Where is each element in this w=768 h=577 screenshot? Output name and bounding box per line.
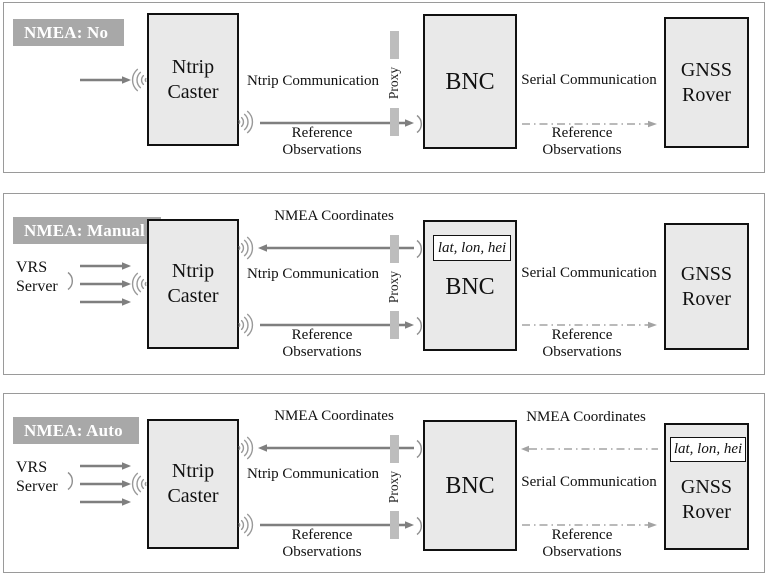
proxy-bar-segment [390,108,399,136]
arc-icon [66,270,75,292]
arc-icon [66,470,75,492]
arc-icon [415,438,424,460]
vrs-arrow [80,297,131,307]
ntrip-caster-label: Ntrip Caster [167,55,219,103]
bnc-box: BNC [423,14,517,149]
vrs-arrow [80,461,131,471]
nmea-coordinates-label: NMEA Coordinates [274,208,394,224]
nmea-coordinates-label: NMEA Coordinates [274,408,394,424]
vrs-arrow [80,279,131,289]
reference-observations-arrow [260,118,414,128]
bnc-box: lat, lon, hei BNC [423,220,517,351]
proxy-bar-segment [390,235,399,263]
serial-communication-label: Serial Communication [521,474,657,490]
serial-dashdot-arrow [522,320,657,330]
reference-observations-label: Reference Observations [542,125,622,158]
arc-icon [415,113,424,135]
signal-out-icon [237,234,255,262]
gnss-rover-label: GNSS Rover [680,262,733,310]
panel-title: NMEA: Auto [13,417,139,444]
reference-observations-arrow [260,520,414,530]
signal-out-icon [237,108,255,136]
serial-communication-label: Serial Communication [521,265,657,281]
proxy-bar-segment [390,31,399,59]
gnss-rover-label: GNSS Rover [680,476,733,523]
panel-title: NMEA: No [13,19,125,46]
serial-communication-label: Serial Communication [521,72,657,88]
panel-nmea-manual: NMEA: Manual VRS Server Ntrip Caster [3,193,765,375]
vrs-server-label: VRS Server [16,259,58,295]
gnss-rover-label: GNSS Rover [680,58,733,106]
arc-icon [415,238,424,260]
proxy-label: Proxy [386,270,401,304]
arc-icon [415,515,424,537]
proxy-label: Proxy [386,66,401,100]
bnc-label: BNC [445,274,495,300]
signal-in-icon [130,470,148,498]
signal-out-icon [237,434,255,462]
vrs-arrow [80,479,131,489]
proxy-bar-segment [390,311,399,339]
gnss-rover-box: GNSS Rover [664,17,749,148]
ntrip-communication-label: Ntrip Communication [246,266,380,282]
proxy-label: Proxy [386,470,401,504]
reference-observations-label: Reference Observations [282,327,362,360]
serial-dashdot-arrow [522,520,657,530]
ntrip-communication-label: Ntrip Communication [246,73,380,89]
nmea-coordinates-arrow [258,443,414,453]
reference-observations-label: Reference Observations [282,125,362,158]
vrs-server-label: VRS Server [16,459,58,495]
ntrip-communication-label: Ntrip Communication [246,466,380,482]
gnss-rover-box: lat, lon, hei GNSS Rover [664,423,749,550]
bnc-label: BNC [445,68,495,95]
signal-in-icon [130,66,148,94]
lat-lon-hei-box: lat, lon, hei [433,235,511,261]
ntrip-caster-label: Ntrip Caster [167,460,219,507]
ntrip-caster-box: Ntrip Caster [147,219,239,349]
reference-observations-label: Reference Observations [282,527,362,560]
nmea-dashdot-arrow [521,444,658,454]
signal-out-icon [237,311,255,339]
reference-observations-label: Reference Observations [542,327,622,360]
gnss-rover-box: GNSS Rover [664,223,749,350]
serial-dashdot-arrow [522,119,657,129]
ntrip-caster-label: Ntrip Caster [167,260,219,307]
ntrip-caster-box: Ntrip Caster [147,419,239,549]
lat-lon-hei-box: lat, lon, hei [670,437,746,462]
reference-observations-arrow [260,320,414,330]
bnc-label: BNC [445,472,495,499]
proxy-bar-segment [390,511,399,539]
nmea-coordinates-label: NMEA Coordinates [526,409,646,425]
panel-nmea-auto: NMEA: Auto VRS Server Ntrip Caster [3,393,765,573]
nmea-coordinates-arrow [258,243,414,253]
vrs-arrow [80,261,131,271]
reference-observations-label: Reference Observations [542,527,622,560]
bnc-box: BNC [423,420,517,551]
ntrip-caster-box: Ntrip Caster [147,13,239,146]
input-arrow [80,75,131,85]
panel-title: NMEA: Manual [13,217,161,244]
panel-nmea-no: NMEA: No Ntrip Caster Ntrip Communicatio… [3,2,765,173]
signal-in-icon [130,270,148,298]
signal-out-icon [237,511,255,539]
arc-icon [415,315,424,337]
vrs-arrow [80,497,131,507]
proxy-bar-segment [390,435,399,463]
